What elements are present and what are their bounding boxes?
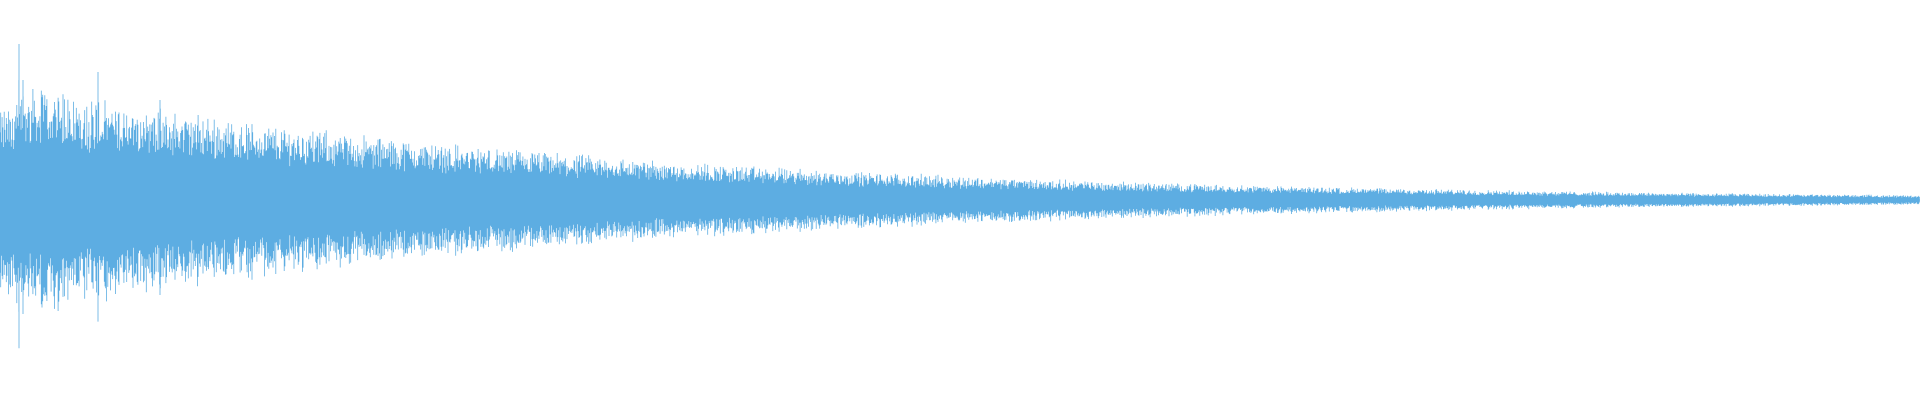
waveform-trace xyxy=(0,44,1920,349)
